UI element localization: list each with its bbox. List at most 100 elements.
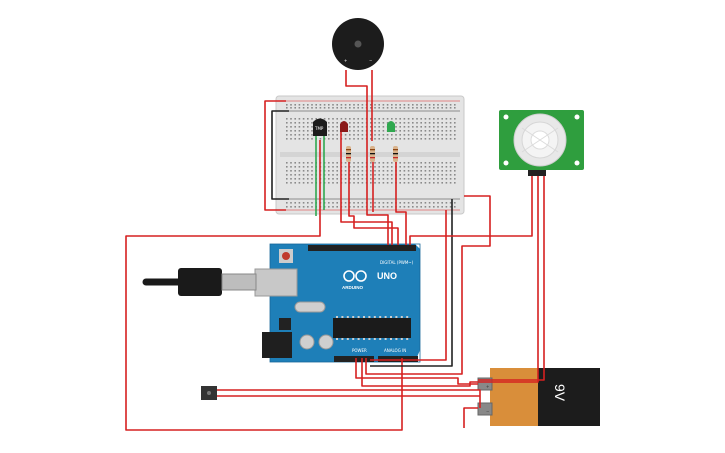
- breadboard-hole: [370, 118, 372, 120]
- breadboard-hole: [353, 174, 355, 176]
- breadboard-hole: [311, 118, 313, 120]
- breadboard-hole: [445, 138, 448, 140]
- breadboard-hole: [286, 104, 288, 106]
- chip-pin: [363, 316, 365, 318]
- breadboard-hole: [357, 178, 359, 180]
- breadboard-hole: [294, 206, 296, 208]
- breadboard-hole: [399, 138, 401, 140]
- breadboard-hole: [328, 170, 330, 172]
- breadboard-hole: [454, 170, 456, 172]
- breadboard-hole: [357, 206, 359, 208]
- breadboard-hole: [302, 134, 305, 136]
- breadboard-hole: [395, 126, 397, 128]
- breadboard-hole: [407, 126, 410, 128]
- breadboard-hole: [445, 206, 448, 208]
- breadboard-hole: [420, 178, 422, 180]
- breadboard-hole: [298, 182, 301, 184]
- breadboard-hole: [344, 174, 347, 176]
- breadboard-hole: [290, 206, 292, 208]
- breadboard-hole: [382, 134, 385, 136]
- breadboard-hole: [353, 206, 355, 208]
- breadboard-hole: [290, 138, 292, 140]
- breadboard-hole: [428, 126, 431, 128]
- breadboard-hole: [407, 104, 410, 106]
- breadboard-hole: [311, 107, 313, 109]
- breadboard-hole: [441, 166, 443, 168]
- breadboard-hole: [336, 138, 338, 140]
- breadboard-hole: [357, 174, 359, 176]
- breadboard-hole: [454, 182, 456, 184]
- chip-pin: [400, 316, 403, 318]
- breadboard-hole: [382, 178, 385, 180]
- breadboard-hole: [416, 104, 418, 106]
- breadboard-hole: [433, 170, 435, 172]
- breadboard-hole: [424, 174, 427, 176]
- breadboard-hole: [353, 182, 355, 184]
- breadboard-hole: [420, 174, 422, 176]
- breadboard-hole: [319, 104, 322, 106]
- breadboard-hole: [378, 182, 380, 184]
- breadboard-hole: [290, 104, 292, 106]
- breadboard-hole: [357, 104, 359, 106]
- breadboard-hole: [428, 134, 431, 136]
- breadboard-hole: [302, 202, 305, 204]
- breadboard-hole: [370, 126, 372, 128]
- breadboard-hole: [445, 126, 448, 128]
- breadboard-hole: [428, 206, 431, 208]
- breadboard-hole: [290, 166, 292, 168]
- breadboard-hole: [454, 104, 456, 106]
- chip-pin: [341, 316, 344, 318]
- breadboard-hole: [407, 202, 410, 204]
- breadboard-hole: [353, 202, 355, 204]
- breadboard-hole: [391, 118, 393, 120]
- breadboard-hole: [332, 118, 334, 120]
- breadboard-hole: [298, 166, 301, 168]
- breadboard-hole: [403, 126, 406, 128]
- breadboard-hole: [328, 122, 330, 124]
- breadboard-hole: [407, 118, 410, 120]
- breadboard-hole: [370, 107, 372, 109]
- breadboard-hole: [328, 162, 330, 164]
- breadboard-hole: [370, 138, 372, 140]
- breadboard-hole: [353, 166, 355, 168]
- breadboard-hole: [294, 170, 296, 172]
- breadboard-hole: [286, 178, 288, 180]
- breadboard-hole: [382, 162, 385, 164]
- breadboard-hole: [449, 170, 452, 172]
- breadboard-hole: [445, 130, 448, 132]
- breadboard-hole: [391, 166, 393, 168]
- breadboard-hole: [391, 182, 393, 184]
- breadboard-hole: [311, 174, 313, 176]
- breadboard-hole: [332, 134, 334, 136]
- breadboard-hole: [449, 130, 452, 132]
- breadboard-hole: [445, 162, 448, 164]
- breadboard-hole: [307, 206, 309, 208]
- breadboard-hole: [378, 122, 380, 124]
- breadboard-hole: [290, 134, 292, 136]
- breadboard-hole: [370, 178, 372, 180]
- breadboard-hole: [290, 170, 292, 172]
- breadboard-hole: [328, 166, 330, 168]
- breadboard-hole: [336, 122, 338, 124]
- breadboard-hole: [307, 138, 309, 140]
- breadboard-hole: [302, 162, 305, 164]
- breadboard-hole: [298, 130, 301, 132]
- breadboard-hole: [437, 126, 439, 128]
- breadboard-hole: [290, 178, 292, 180]
- breadboard-hole: [357, 126, 359, 128]
- breadboard-hole: [290, 107, 292, 109]
- breadboard-hole: [336, 104, 338, 106]
- breadboard-hole: [311, 126, 313, 128]
- arduino-brand-label: ARDUINO: [342, 285, 363, 290]
- power-label: POWER: [352, 348, 367, 353]
- breadboard-hole: [416, 178, 418, 180]
- chip-pin: [368, 338, 371, 340]
- breadboard-hole: [382, 202, 385, 204]
- breadboard-hole: [307, 174, 309, 176]
- breadboard-hole: [441, 170, 443, 172]
- arduino-infinity-logo-icon: [343, 270, 367, 282]
- breadboard-hole: [344, 162, 347, 164]
- breadboard-hole: [428, 170, 431, 172]
- breadboard-hole: [370, 170, 372, 172]
- breadboard-hole: [361, 138, 364, 140]
